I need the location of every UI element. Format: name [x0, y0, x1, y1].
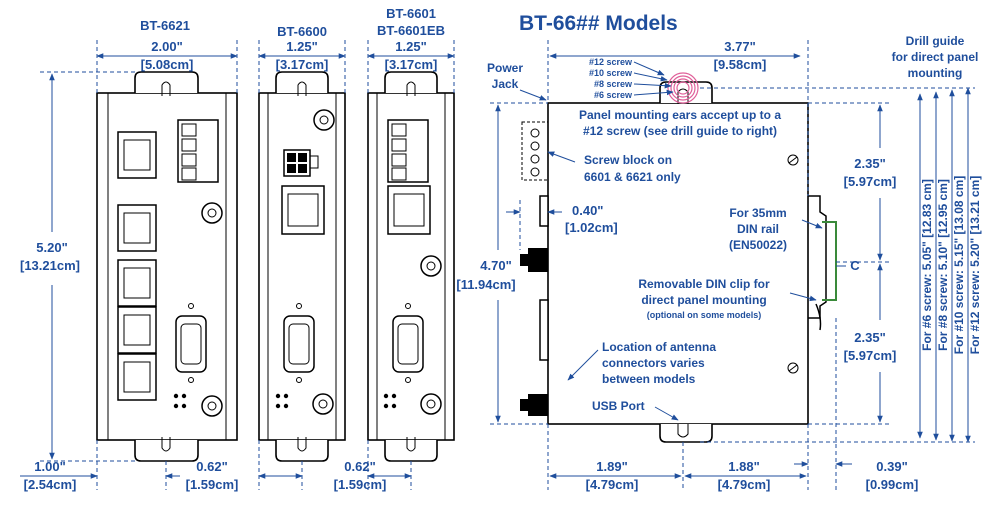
ears-note-line2: #12 screw (see drill guide to right)	[583, 124, 777, 138]
side-bottom-ear	[659, 424, 713, 443]
din-clip	[808, 195, 837, 331]
upper-in: 2.35"	[854, 156, 885, 171]
screw-block-note-line2: 6601 & 6621 only	[584, 170, 681, 184]
mid-bottom2-in: 0.62"	[344, 459, 375, 474]
center-label: C	[850, 258, 860, 273]
side-antenna-connector	[520, 248, 548, 272]
bt6621-serial-port	[175, 315, 207, 373]
bt6601-antenna-connector	[420, 255, 442, 277]
drill-guide-line2: for direct panel	[892, 50, 979, 64]
bt6600-width-cm: [3.17cm]	[276, 57, 329, 72]
left-bottom-in: 1.00"	[34, 459, 65, 474]
mid-bottom1-in: 0.62"	[196, 459, 227, 474]
bt6621-antenna-connector	[201, 395, 223, 417]
bt6621-ethernet-port	[117, 306, 157, 354]
bt6601-width-cm: [3.17cm]	[385, 57, 438, 72]
screw-12-label: #12 screw	[589, 57, 633, 67]
bottom-b-cm: [4.79cm]	[718, 477, 771, 492]
side-view	[520, 72, 837, 443]
bt6621-ethernet-port	[117, 204, 157, 252]
antenna-note-line2: connectors varies	[602, 356, 705, 370]
jack-offset-cm: [1.02cm]	[565, 220, 618, 235]
side-power-jack	[539, 195, 549, 227]
bt6601-width-in: 1.25"	[395, 39, 426, 54]
upper-cm: [5.97cm]	[844, 174, 897, 189]
bottom-a-in: 1.89"	[596, 459, 627, 474]
bt6600-antenna-connector	[313, 109, 335, 131]
clip-note-line2: direct panel mounting	[641, 293, 766, 307]
drill-12-label: For #12 screw: 5.20" [13.21 cm]	[968, 176, 982, 354]
height-in: 5.20"	[36, 240, 67, 255]
height-cm: [13.21cm]	[20, 258, 80, 273]
drill-6-label: For #6 screw: 5.05" [12.83 cm]	[920, 179, 934, 351]
screw-block-outline	[521, 121, 549, 181]
side-height-in: 4.70"	[480, 258, 511, 273]
bt6621-antenna-connector	[201, 202, 223, 224]
bt6601-serial-port	[392, 315, 424, 373]
labels: BT-66## Models BT-6621 2.00" [5.08cm] BT…	[20, 6, 982, 492]
side-width-cm: [9.58cm]	[714, 57, 767, 72]
din-note-line1: For 35mm	[729, 206, 786, 220]
side-height-cm: [11.94cm]	[456, 277, 515, 292]
lower-in: 2.35"	[854, 330, 885, 345]
side-width-in: 3.77"	[724, 39, 755, 54]
clip-note-line3: (optional on some models)	[647, 310, 762, 320]
dimension-lines	[20, 40, 975, 490]
drill-guide-line1: Drill guide	[906, 34, 965, 48]
screw-block-note-line1: Screw block on	[584, 153, 672, 167]
bottom-a-cm: [4.79cm]	[586, 477, 639, 492]
bt6601-screw-block	[387, 119, 429, 183]
antenna-note-line3: between models	[602, 372, 696, 386]
power-jack-label: Power	[487, 61, 523, 75]
usb-port-label: USB Port	[592, 399, 645, 413]
clip-note-line1: Removable DIN clip for	[638, 277, 770, 291]
bottom-b-in: 1.88"	[728, 459, 759, 474]
side-antenna-connector-lower	[520, 394, 548, 416]
bt6601-front-view	[367, 71, 455, 462]
left-bottom-cm: [2.54cm]	[24, 477, 77, 492]
bt6621-ethernet-port	[117, 131, 157, 179]
bt6601eb-label: BT-6601EB	[377, 23, 445, 38]
din-note-line2: DIN rail	[737, 222, 779, 236]
clip-cm: [0.99cm]	[866, 477, 919, 492]
diagram-title: BT-66## Models	[519, 12, 678, 35]
clip-in: 0.39"	[876, 459, 907, 474]
din-note-line3: (EN50022)	[729, 238, 787, 252]
bt6601-antenna-connector	[420, 393, 442, 415]
screw-6-label: #6 screw	[594, 90, 633, 100]
bt6621-width-cm: [5.08cm]	[141, 57, 194, 72]
bt6600-serial-port	[283, 315, 315, 373]
bt6600-label: BT-6600	[277, 24, 327, 39]
lower-cm: [5.97cm]	[844, 348, 897, 363]
drill-8-label: For #8 screw: 5.10" [12.95 cm]	[936, 179, 950, 351]
ears-note-line1: Panel mounting ears accept up to a	[579, 108, 781, 122]
bt6621-label: BT-6621	[140, 18, 190, 33]
bt6600-width-in: 1.25"	[286, 39, 317, 54]
bt6600-front-view	[258, 71, 346, 462]
bt6621-screw-block	[177, 119, 219, 183]
leader-lines	[519, 61, 823, 421]
drill-10-label: For #10 screw: 5.15" [13.08 cm]	[952, 176, 966, 354]
bt6621-front-view	[96, 71, 238, 462]
screw-8-label: #8 screw	[594, 79, 633, 89]
mid-bottom2-cm: [1.59cm]	[334, 477, 387, 492]
jack-offset-in: 0.40"	[572, 203, 603, 218]
bt6601-label: BT-6601	[386, 6, 436, 21]
bt6600-ethernet-port	[281, 185, 325, 235]
antenna-note-line1: Location of antenna	[602, 340, 716, 354]
bt6621-width-in: 2.00"	[151, 39, 182, 54]
screw-10-label: #10 screw	[589, 68, 633, 78]
bt6600-antenna-connector	[312, 393, 334, 415]
bt6621-ethernet-port	[117, 353, 157, 401]
bt6601-ethernet-port	[387, 185, 431, 235]
bt6621-ethernet-port	[117, 259, 157, 307]
drill-guide-line3: mounting	[908, 66, 963, 80]
mid-bottom1-cm: [1.59cm]	[186, 477, 239, 492]
power-jack-label-2: Jack	[492, 77, 519, 91]
bt6600-power-jack	[283, 149, 319, 177]
